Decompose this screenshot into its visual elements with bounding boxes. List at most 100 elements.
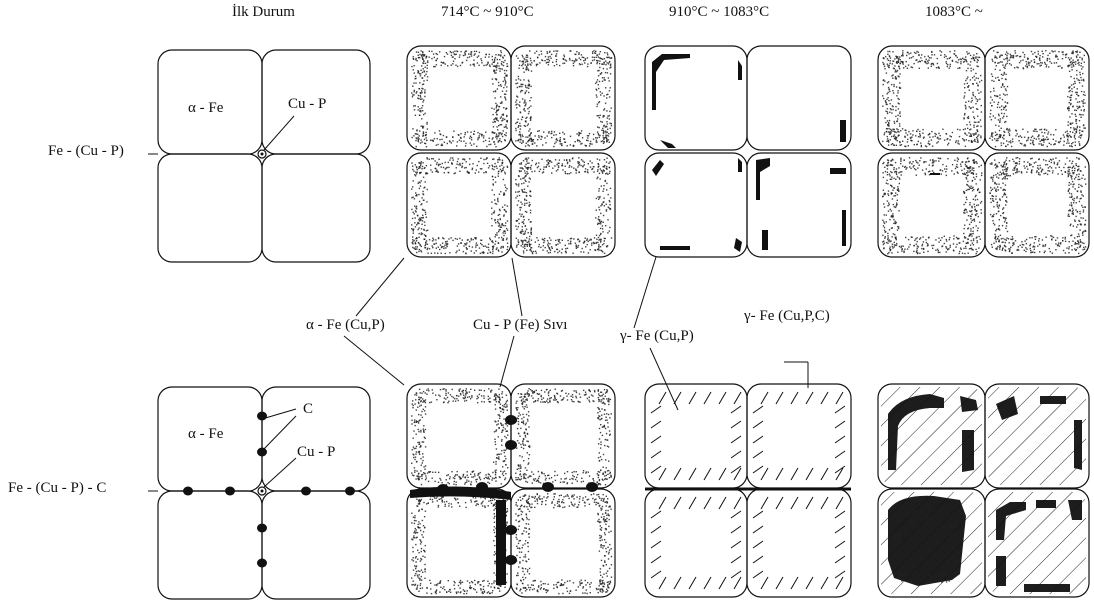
stipple-dot (527, 246, 528, 247)
hatch-tick (674, 468, 681, 480)
stipple-dot (446, 167, 447, 168)
stipple-dot (973, 54, 974, 55)
stipple-dot (418, 52, 419, 53)
stipple-dot (437, 500, 438, 501)
stipple-dot (540, 581, 541, 582)
stipple-dot (521, 86, 522, 87)
stipple-dot (418, 578, 419, 579)
stipple-dot (599, 498, 600, 499)
hatch-tick (659, 392, 666, 404)
stipple-dot (570, 144, 571, 145)
stipple-dot (882, 62, 883, 63)
stipple-dot (417, 169, 418, 170)
stipple-dot (504, 404, 505, 405)
stipple-dot (424, 569, 425, 570)
stipple-dot (494, 72, 495, 73)
stipple-dot (526, 531, 527, 532)
stipple-dot (597, 242, 598, 243)
stipple-dot (598, 115, 599, 116)
stipple-dot (496, 401, 497, 402)
stipple-dot (491, 503, 492, 504)
stipple-dot (492, 83, 493, 84)
stipple-dot (479, 52, 480, 53)
stipple-dot (548, 242, 549, 243)
stipple-dot (973, 125, 974, 126)
stipple-dot (422, 520, 423, 521)
stipple-dot (422, 72, 423, 73)
stipple-dot (423, 537, 424, 538)
stipple-dot (598, 514, 599, 515)
stipple-dot (515, 479, 516, 480)
stipple-dot (475, 246, 476, 247)
stipple-dot (603, 501, 604, 502)
stipple-dot (606, 398, 607, 399)
stipple-dot (488, 477, 489, 478)
stipple-dot (535, 401, 536, 402)
liquid-droplet (476, 482, 488, 492)
stipple-dot (431, 253, 432, 254)
stipple-dot (601, 72, 602, 73)
stipple-dot (543, 131, 544, 132)
stipple-dot (884, 68, 885, 69)
stipple-dot (447, 241, 448, 242)
stipple-dot (1075, 51, 1076, 52)
stipple-dot (609, 204, 610, 205)
stipple-dot (418, 106, 419, 107)
stipple-dot (525, 164, 526, 165)
stipple-dot (505, 140, 506, 141)
stipple-dot (580, 584, 581, 585)
stipple-dot (412, 474, 413, 475)
hatch-tick (689, 468, 696, 480)
stipple-dot (417, 70, 418, 71)
stipple-dot (422, 57, 423, 58)
stipple-dot (538, 478, 539, 479)
stipple-dot (432, 238, 433, 239)
stipple-dot (561, 579, 562, 580)
stipple-dot (524, 219, 525, 220)
stipple-dot (887, 138, 888, 139)
stipple-dot (891, 75, 892, 76)
stipple-dot (609, 583, 610, 584)
stipple-dot (604, 125, 605, 126)
stipple-dot (473, 143, 474, 144)
stipple-dot (529, 195, 530, 196)
stipple-dot (421, 548, 422, 549)
stipple-dot (419, 249, 420, 250)
stipple-dot (521, 511, 522, 512)
stipple-dot (534, 588, 535, 589)
stipple-dot (897, 129, 898, 130)
hatch-tick (674, 497, 681, 509)
stipple-dot (1060, 141, 1061, 142)
stipple-dot (601, 509, 602, 510)
stipple-dot (485, 140, 486, 141)
stipple-dot (530, 229, 531, 230)
stipple-dot (604, 238, 605, 239)
stipple-dot (963, 117, 964, 118)
stipple-dot (605, 225, 606, 226)
stipple-dot (536, 237, 537, 238)
stipple-dot (1004, 122, 1005, 123)
stipple-dot (421, 534, 422, 535)
stipple-dot (893, 86, 894, 87)
stipple-dot (606, 475, 607, 476)
stipple-dot (482, 591, 483, 592)
stipple-dot (598, 239, 599, 240)
stipple-dot (470, 474, 471, 475)
stipple-dot (521, 396, 522, 397)
stipple-dot (500, 169, 501, 170)
stipple-dot (599, 428, 600, 429)
stipple-dot (489, 54, 490, 55)
stipple-dot (608, 515, 609, 516)
stipple-dot (454, 58, 455, 59)
stipple-dot (445, 247, 446, 248)
stipple-dot (466, 481, 467, 482)
stipple-dot (531, 234, 532, 235)
stipple-dot (606, 591, 607, 592)
stipple-dot (611, 125, 612, 126)
stipple-dot (1032, 136, 1033, 137)
stipple-dot (606, 94, 607, 95)
stipple-dot (523, 252, 524, 253)
stipple-dot (585, 580, 586, 581)
stipple-dot (483, 141, 484, 142)
stipple-dot (439, 51, 440, 52)
